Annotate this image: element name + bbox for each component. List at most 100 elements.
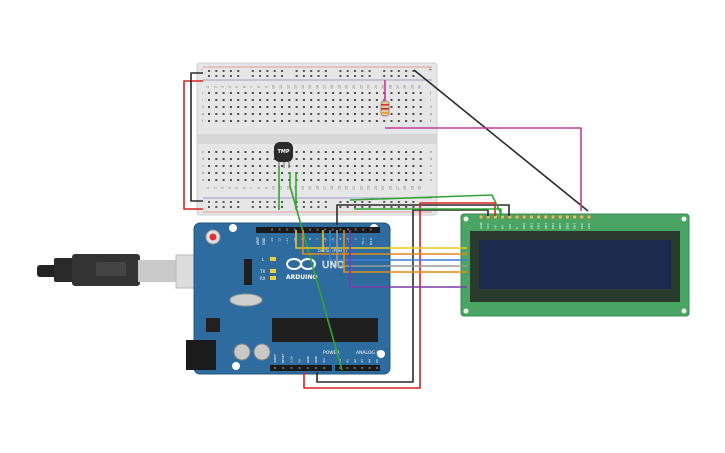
breadboard-hole <box>419 179 422 181</box>
lcd-pin[interactable] <box>550 214 556 220</box>
lcd-pin[interactable] <box>529 214 534 220</box>
analog-pin[interactable] <box>368 367 371 369</box>
breadboard-hole <box>332 172 335 174</box>
rail-hole <box>266 70 269 72</box>
breadboard-hole <box>405 172 408 174</box>
breadboard-hole <box>324 151 327 153</box>
lcd-pin[interactable] <box>557 214 563 220</box>
rail-hole <box>390 206 393 208</box>
rail-hole <box>346 206 349 208</box>
power-pin[interactable] <box>315 367 317 369</box>
rail-hole <box>215 206 218 208</box>
column-number: 19 <box>337 186 341 190</box>
power-pin-label: GND <box>306 355 310 363</box>
breadboard-hole <box>354 165 356 167</box>
digital-pin[interactable] <box>354 228 357 231</box>
digital-pin[interactable] <box>309 228 311 231</box>
breadboard-hole <box>266 172 269 174</box>
lcd-pin[interactable] <box>536 214 541 220</box>
rail-hole <box>361 70 364 72</box>
wire-red-rail-jumper <box>183 80 203 210</box>
analog-pin[interactable] <box>353 367 356 369</box>
power-pin[interactable] <box>298 367 301 369</box>
rail-hole <box>324 201 327 203</box>
breadboard-hole <box>339 113 342 115</box>
column-number: 21 <box>352 186 356 190</box>
digital-pin[interactable] <box>369 228 372 231</box>
breadboard-hole <box>244 99 247 101</box>
breadboard-hole <box>295 165 298 167</box>
rail-hole <box>397 201 400 203</box>
breadboard-hole <box>310 120 313 122</box>
atmega-chip <box>272 318 378 342</box>
breadboard-hole <box>419 151 422 153</box>
breadboard-hole <box>302 120 305 122</box>
breadboard-hole <box>390 99 393 101</box>
wire-black-arduino-gnd <box>336 204 510 225</box>
lcd-pin-header <box>478 214 592 220</box>
breadboard-hole <box>332 99 335 101</box>
digital-pin[interactable] <box>347 228 349 231</box>
power-pin[interactable] <box>306 367 309 369</box>
breadboard-hole <box>361 99 364 101</box>
digital-pin[interactable] <box>316 228 319 231</box>
lcd-pin[interactable] <box>521 214 527 220</box>
digital-pin[interactable] <box>271 228 273 231</box>
rail-hole <box>273 206 276 208</box>
digital-pin[interactable] <box>324 228 327 231</box>
analog-pin[interactable] <box>361 367 364 369</box>
breadboard-hole <box>222 92 225 94</box>
row-letter: a <box>430 178 432 182</box>
breadboard-hole <box>208 113 210 115</box>
breadboard-hole <box>339 106 342 108</box>
digital-pin[interactable] <box>278 228 281 231</box>
breadboard-hole <box>295 99 298 101</box>
breadboard-hole <box>281 113 283 115</box>
lcd-mount-hole-1 <box>463 216 469 222</box>
rail-hole <box>310 201 313 203</box>
lcd-pin[interactable] <box>543 214 549 220</box>
row-letter: c <box>202 164 204 168</box>
analog-pin-label: A5 <box>375 359 379 363</box>
breadboard-hole <box>295 151 298 153</box>
breadboard-hole <box>368 120 371 122</box>
rail-hole <box>390 70 393 72</box>
digital-pin[interactable] <box>339 228 342 231</box>
power-pin[interactable] <box>290 367 293 369</box>
rail-hole <box>339 70 342 72</box>
rail-hole <box>383 70 386 72</box>
column-number: 26 <box>389 186 393 190</box>
rail-hole <box>215 75 218 77</box>
lcd-pin[interactable] <box>514 214 520 220</box>
breadboard-hole <box>375 120 378 122</box>
rail-hole <box>383 75 386 77</box>
breadboard-hole <box>302 165 305 167</box>
digital-pin[interactable] <box>362 228 365 231</box>
digital-pin-label: RX 0 <box>369 238 373 245</box>
lcd-pin[interactable] <box>586 214 592 220</box>
analog-pin[interactable] <box>339 367 341 369</box>
column-number: 28 <box>403 186 407 190</box>
breadboard-hole <box>229 99 232 101</box>
lcd-pin[interactable] <box>579 214 585 220</box>
breadboard-hole <box>251 120 254 122</box>
digital-pin[interactable] <box>286 228 289 231</box>
power-pin[interactable] <box>282 367 285 369</box>
digital-pin[interactable] <box>293 228 296 231</box>
reset-button-cap[interactable] <box>209 233 217 241</box>
power-pin[interactable] <box>323 367 326 369</box>
analog-pin[interactable] <box>346 367 349 369</box>
analog-pin[interactable] <box>376 367 378 369</box>
rail-hole <box>324 70 327 72</box>
usb-cable-boot <box>54 258 74 282</box>
breadboard-hole <box>324 99 327 101</box>
digital-pin[interactable] <box>331 228 334 231</box>
power-pin[interactable] <box>274 367 276 369</box>
lcd-pin[interactable] <box>478 214 484 220</box>
breadboard-hole <box>412 151 415 153</box>
digital-pin-label: ~10 <box>293 238 297 244</box>
breadboard-hole <box>229 165 232 167</box>
lcd-pin[interactable] <box>572 214 577 220</box>
lcd-pin[interactable] <box>565 214 570 220</box>
